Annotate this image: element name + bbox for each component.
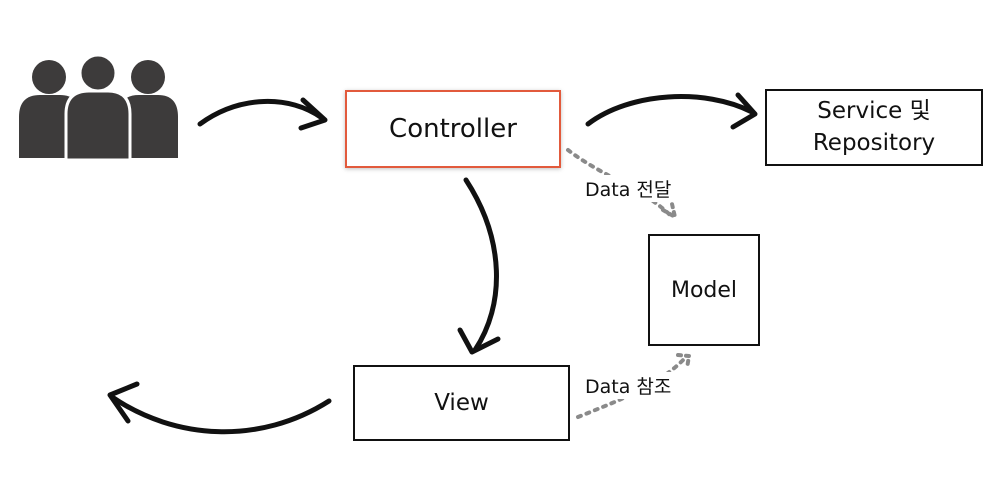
arrow-view-to-user xyxy=(107,381,332,435)
arrow-controller-to-view xyxy=(457,177,501,355)
service-label-line2: Repository xyxy=(812,129,936,156)
controller-node: Controller xyxy=(345,90,561,168)
controller-label: Controller xyxy=(389,114,517,144)
data-reference-label: Data 참조 xyxy=(583,372,674,399)
service-label-line1: Service 및 xyxy=(817,98,931,125)
view-label: View xyxy=(434,390,489,416)
view-node: View xyxy=(353,365,570,441)
model-node: Model xyxy=(648,234,760,346)
model-label: Model xyxy=(670,277,738,303)
service-repository-node: Service 및 Repository xyxy=(765,89,983,166)
arrow-users-to-controller xyxy=(197,97,328,131)
users-group-icon xyxy=(19,53,178,162)
data-transfer-label: Data 전달 xyxy=(583,175,674,202)
arrow-controller-to-service xyxy=(585,92,758,130)
